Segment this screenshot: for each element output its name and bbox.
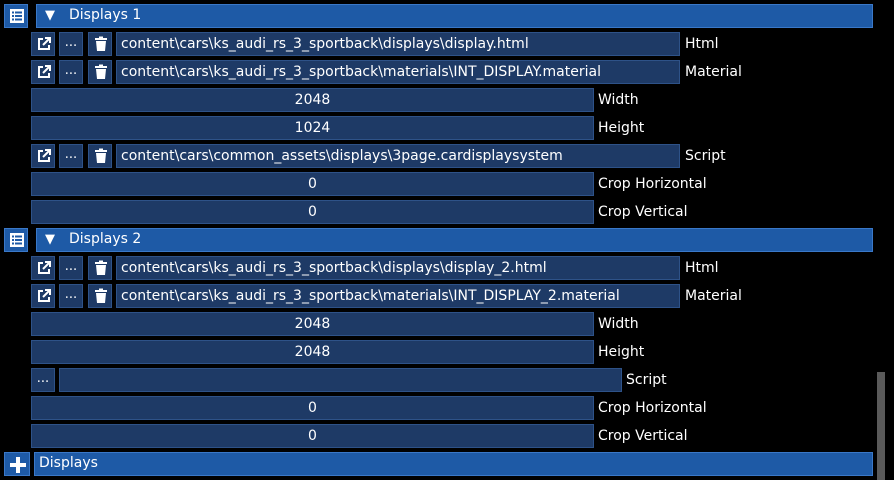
open-external-button[interactable] [31,284,55,308]
crop-horizontal-input[interactable]: 0 [31,396,594,420]
trash-icon [95,148,107,163]
html-label: Html [685,260,719,276]
material-path-input[interactable]: content\cars\ks_audi_rs_3_sportback\mate… [116,284,680,308]
trash-icon [95,288,107,303]
height-input[interactable]: 1024 [31,116,594,140]
browse-button[interactable]: ... [59,32,83,56]
delete-button[interactable] [88,256,112,280]
list-icon [10,9,24,23]
script-label: Script [626,372,667,388]
open-external-icon [38,65,51,78]
width-input[interactable]: 2048 [31,312,594,336]
section-header[interactable]: ▼ Displays 2 [36,228,873,252]
crop-vertical-input[interactable]: 0 [31,200,594,224]
html-path-input[interactable]: content\cars\ks_audi_rs_3_sportback\disp… [116,256,680,280]
section-header[interactable]: ▼ Displays 1 [36,4,873,28]
open-external-icon [38,289,51,302]
height-label: Height [598,120,645,136]
displays-footer-label: Displays [39,455,98,471]
open-external-icon [38,149,51,162]
displays-footer-bar[interactable]: Displays [34,452,873,476]
browse-button[interactable]: ... [31,368,55,392]
material-path-input[interactable]: content\cars\ks_audi_rs_3_sportback\mate… [116,60,680,84]
crop-horizontal-label: Crop Horizontal [598,176,707,192]
crop-vertical-label: Crop Vertical [598,204,688,220]
section-title: Displays 2 [69,231,142,247]
width-label: Width [598,92,639,108]
script-label: Script [685,148,726,164]
material-label: Material [685,64,742,80]
open-external-icon [38,261,51,274]
browse-button[interactable]: ... [59,60,83,84]
delete-button[interactable] [88,32,112,56]
browse-button[interactable]: ... [59,144,83,168]
html-label: Html [685,36,719,52]
width-label: Width [598,316,639,332]
open-external-button[interactable] [31,144,55,168]
crop-vertical-input[interactable]: 0 [31,424,594,448]
material-label: Material [685,288,742,304]
delete-button[interactable] [88,284,112,308]
browse-button[interactable]: ... [59,256,83,280]
section-list-button[interactable] [4,228,28,252]
trash-icon [95,64,107,79]
browse-button[interactable]: ... [59,284,83,308]
script-path-input[interactable] [59,368,622,392]
vertical-scrollbar[interactable] [877,372,885,480]
collapse-arrow-icon[interactable]: ▼ [45,8,55,23]
trash-icon [95,260,107,275]
trash-icon [95,36,107,51]
plus-icon [10,457,26,473]
crop-horizontal-label: Crop Horizontal [598,400,707,416]
add-display-button[interactable] [4,452,30,476]
html-path-input[interactable]: content\cars\ks_audi_rs_3_sportback\disp… [116,32,680,56]
crop-vertical-label: Crop Vertical [598,428,688,444]
section-title: Displays 1 [69,7,142,23]
script-path-input[interactable]: content\cars\common_assets\displays\3pag… [116,144,680,168]
open-external-button[interactable] [31,32,55,56]
list-icon [10,233,24,247]
width-input[interactable]: 2048 [31,88,594,112]
collapse-arrow-icon[interactable]: ▼ [45,232,55,247]
open-external-button[interactable] [31,60,55,84]
delete-button[interactable] [88,144,112,168]
open-external-button[interactable] [31,256,55,280]
section-list-button[interactable] [4,4,28,28]
height-input[interactable]: 2048 [31,340,594,364]
delete-button[interactable] [88,60,112,84]
open-external-icon [38,37,51,50]
crop-horizontal-input[interactable]: 0 [31,172,594,196]
height-label: Height [598,344,645,360]
